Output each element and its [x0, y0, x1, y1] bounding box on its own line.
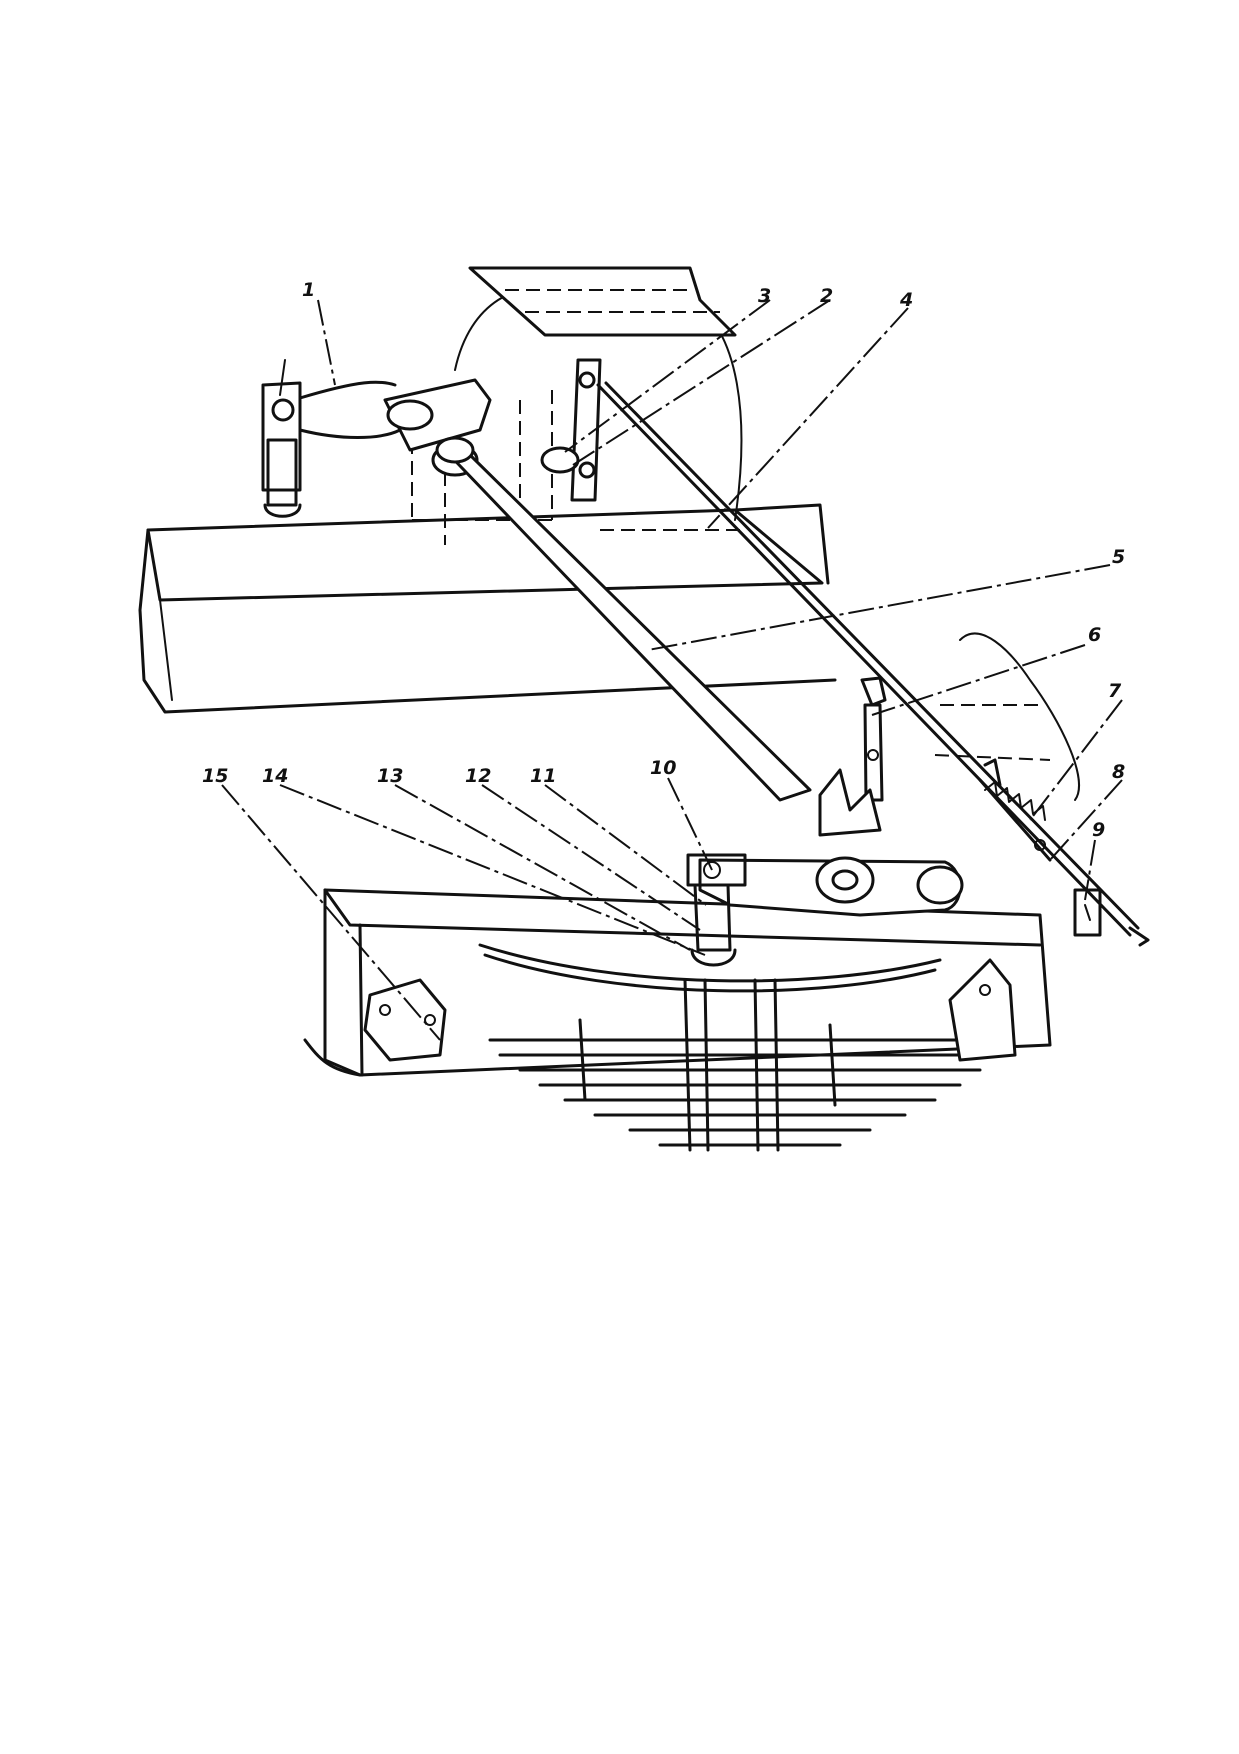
label-3: 3: [758, 285, 771, 307]
arm-bracket-plate: [818, 768, 882, 837]
label-1: 1: [302, 279, 315, 301]
thin-control-rod: [596, 381, 1140, 937]
spring-hanger-left: [363, 978, 447, 1062]
label-8: 8: [1112, 761, 1125, 783]
label-7: 7: [1108, 680, 1122, 702]
label-6: 6: [1088, 624, 1101, 646]
leader-lines: [221, 299, 1123, 1041]
upper-shackle-assembly: [261, 359, 402, 518]
label-11: 11: [530, 765, 556, 787]
u-bolt-clamps: [578, 978, 837, 1152]
pivot-arm: [698, 856, 964, 917]
callout-labels: 1 2 3 4 5 6 7 8 9 10 11 12 13 14 15: [202, 279, 1125, 841]
upper-lever: [540, 358, 602, 502]
engine-block-outline: [411, 266, 743, 545]
leaf-spring-pack: [478, 943, 1012, 1147]
label-14: 14: [262, 765, 288, 787]
label-9: 9: [1092, 819, 1105, 841]
label-4: 4: [899, 289, 913, 311]
right-frame-outline: [934, 632, 1080, 801]
label-15: 15: [202, 765, 228, 787]
vertical-link: [860, 676, 887, 802]
upper-frame-member: [138, 503, 837, 714]
spring-hanger-right: [948, 958, 1017, 1062]
label-5: 5: [1112, 546, 1125, 568]
rod-end-bracket: [1073, 888, 1150, 947]
label-2: 2: [820, 285, 833, 307]
main-diagonal-rod: [435, 436, 812, 802]
label-10: 10: [650, 757, 676, 779]
label-13: 13: [377, 765, 403, 787]
label-12: 12: [465, 765, 491, 787]
